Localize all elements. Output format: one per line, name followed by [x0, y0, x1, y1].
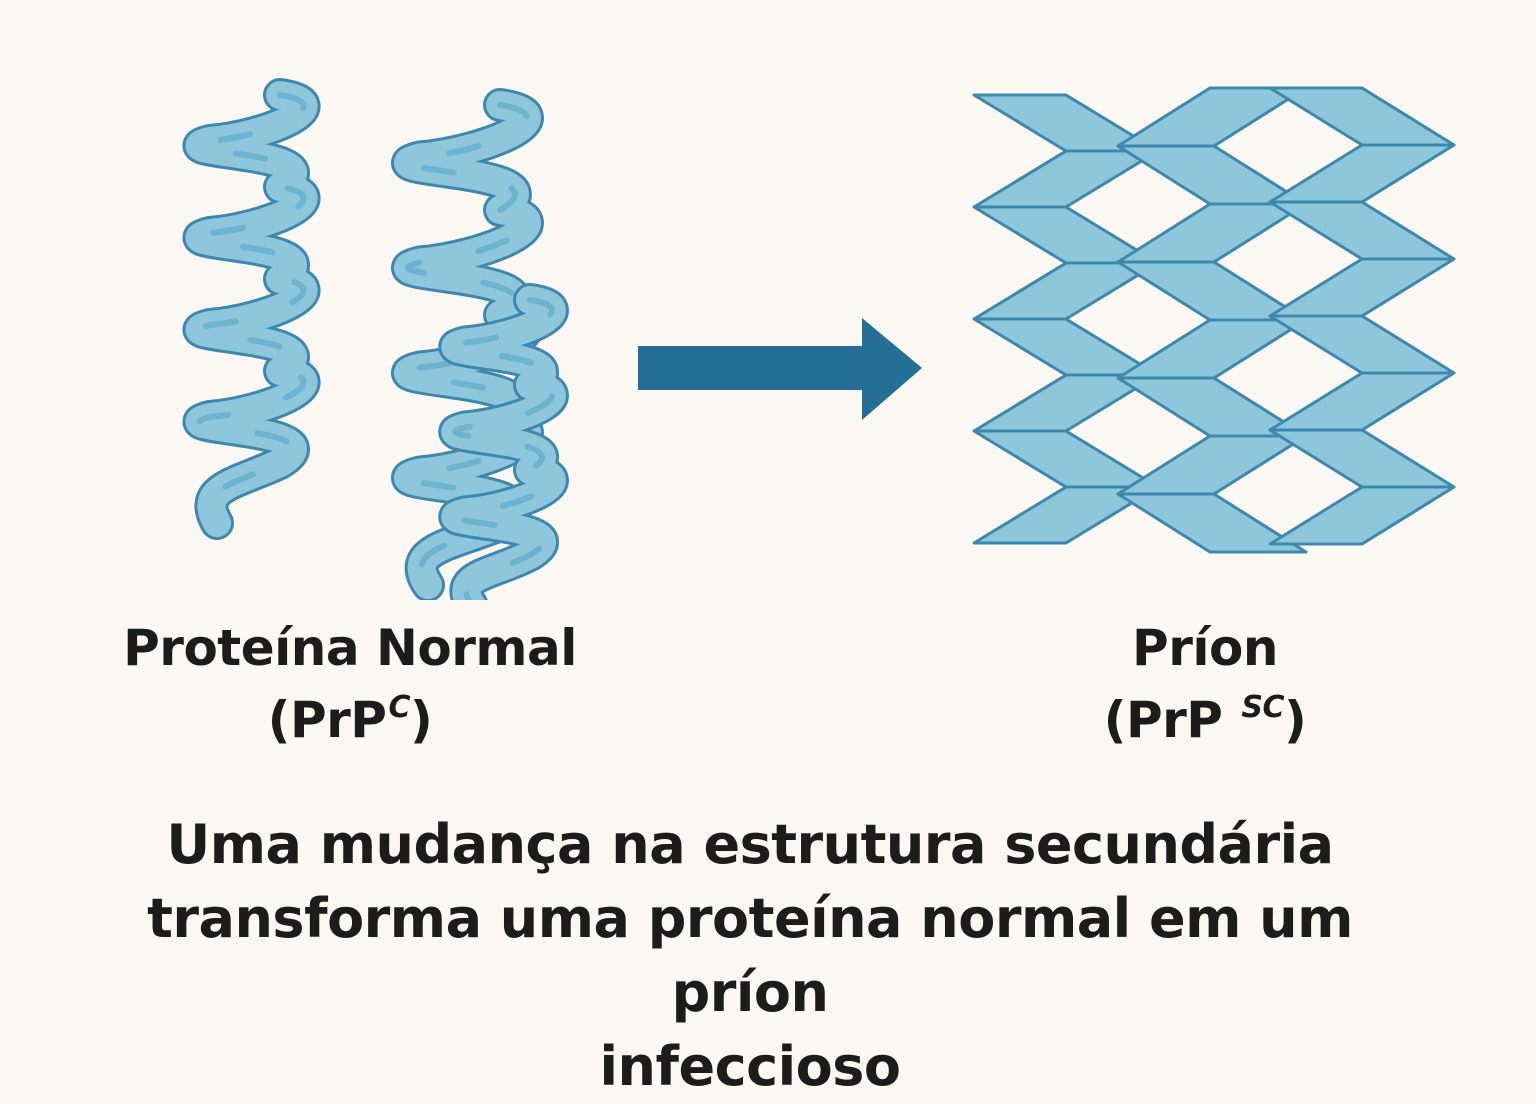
prion-code: (PrP SC): [1000, 678, 1410, 750]
sheet-segment: [1116, 318, 1308, 380]
sheet-segment: [972, 317, 1160, 377]
alpha-helix-1: [182, 78, 321, 540]
sheet-segment: [1268, 314, 1456, 375]
conversion-arrow-icon: [638, 318, 922, 420]
sheet-segment: [1116, 202, 1308, 264]
sheet-segment: [1116, 144, 1308, 206]
beta-sheet-2: [1116, 86, 1308, 554]
prion-code-sup: SC: [1241, 690, 1284, 725]
normal-protein-name: Proteína Normal: [123, 619, 577, 677]
caption-line-3: infeccioso: [599, 1035, 901, 1098]
prion-code-close: ): [1284, 691, 1307, 749]
normal-protein-code-close: ): [409, 691, 433, 749]
sheet-segment: [972, 429, 1160, 489]
sheet-segment: [1268, 257, 1456, 318]
sheet-segment: [1268, 485, 1456, 546]
prion-code-text: (PrP: [1103, 691, 1223, 749]
normal-protein-code-sup: C: [388, 690, 410, 725]
sheet-segment: [1268, 86, 1456, 147]
beta-sheets-group: [972, 86, 1456, 554]
caption: Uma mudança na estrutura secundária tran…: [60, 808, 1440, 1104]
sheet-segment: [1268, 200, 1456, 261]
protein-conversion-diagram: [182, 78, 1456, 600]
beta-sheet-1: [972, 93, 1160, 545]
sheet-segment: [1268, 143, 1456, 204]
sheet-segment: [1268, 428, 1456, 489]
caption-line-2: transforma uma proteína normal em um prí…: [147, 887, 1353, 1024]
sheet-segment: [1268, 371, 1456, 432]
alpha-helix-3: [438, 283, 569, 600]
sheet-segment: [1116, 86, 1308, 148]
normal-protein-label: Proteína Normal (PrPC): [100, 618, 600, 750]
prion-label: Príon (PrP SC): [1000, 618, 1410, 750]
normal-protein-code-text: (PrP: [267, 691, 387, 749]
sheet-segment: [1116, 434, 1308, 496]
prion-name: Príon: [1132, 619, 1278, 677]
caption-line-1: Uma mudança na estrutura secundária: [166, 813, 1334, 876]
beta-sheet-3: [1268, 86, 1456, 546]
normal-protein-code: (PrPC): [100, 678, 600, 750]
alpha-helices-group: [182, 78, 569, 600]
sheet-segment: [972, 149, 1160, 209]
